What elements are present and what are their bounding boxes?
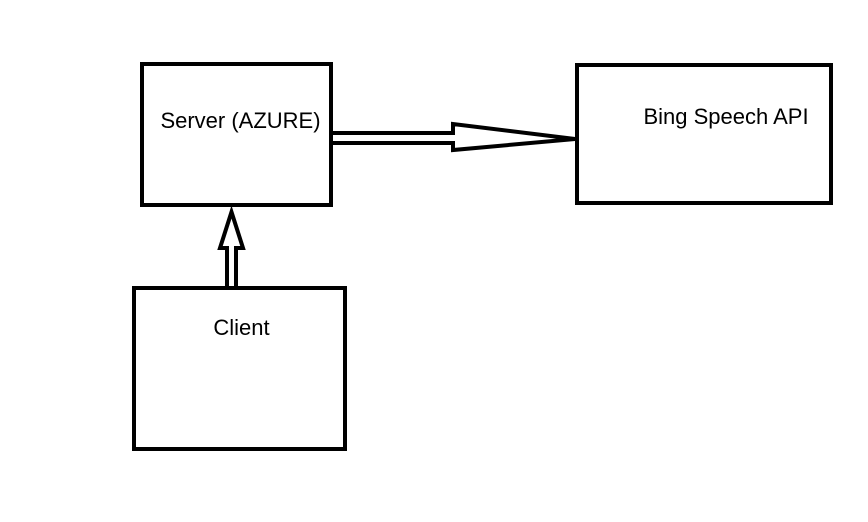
server-to-bing-arrow bbox=[329, 121, 576, 153]
client-to-server-arrow bbox=[217, 205, 246, 290]
node-bing-speech-api: Bing Speech API bbox=[575, 63, 833, 205]
node-client-label: Client bbox=[213, 315, 270, 341]
node-client: Client bbox=[132, 286, 347, 451]
node-server-label: Server (AZURE) bbox=[160, 108, 321, 134]
node-bing-speech-api-label: Bing Speech API bbox=[643, 103, 809, 129]
node-server: Server (AZURE) bbox=[140, 62, 333, 207]
